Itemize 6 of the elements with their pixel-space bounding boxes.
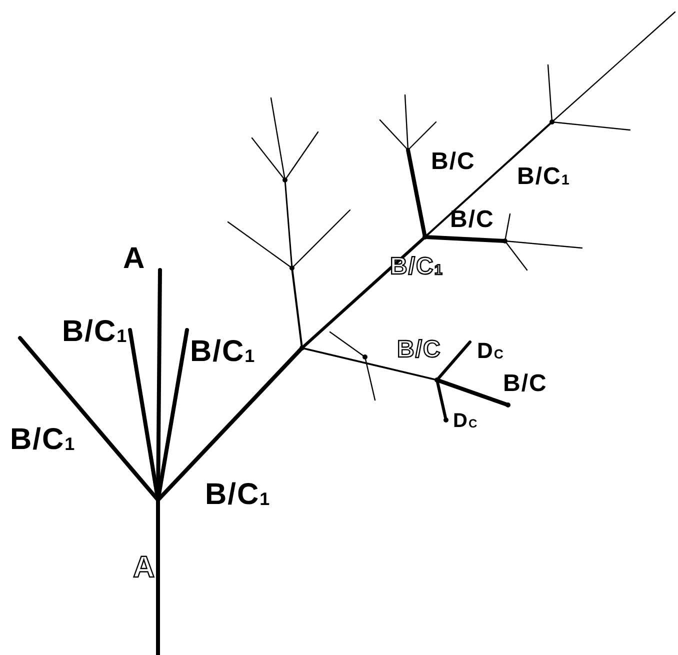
branch-label: B/C	[397, 338, 442, 362]
branch-label: B/C	[503, 372, 548, 396]
branch-label: B/C	[450, 208, 494, 232]
branch-label: A	[133, 553, 156, 583]
branch-label: B/C	[431, 150, 476, 174]
branch-label: A	[123, 244, 146, 274]
